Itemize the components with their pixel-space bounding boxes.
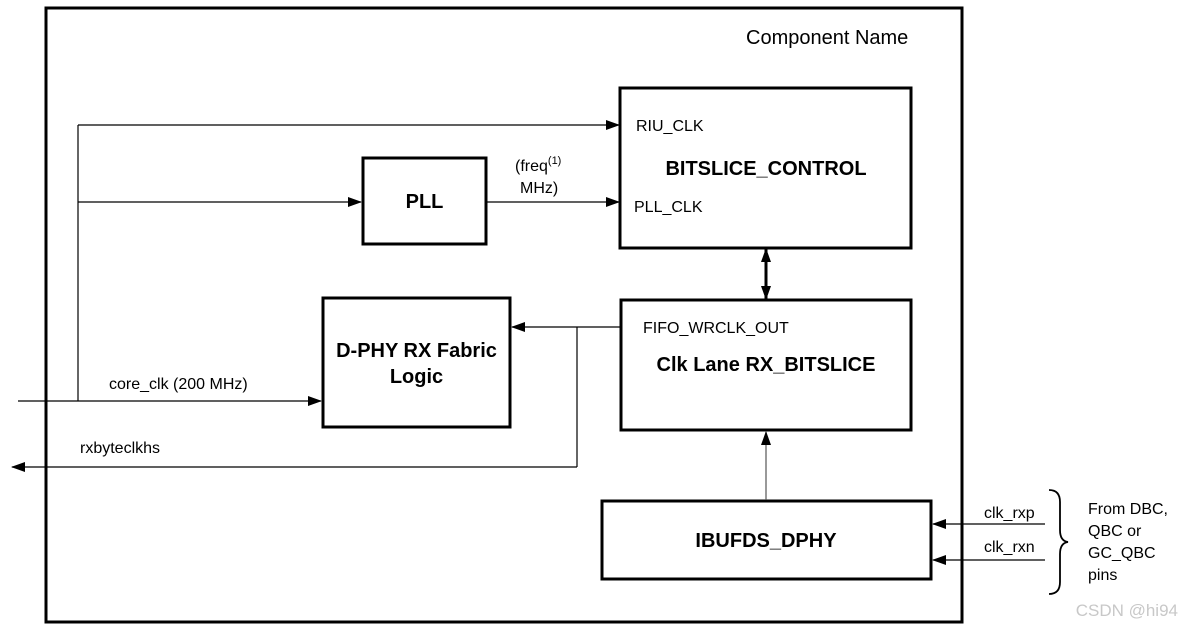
pll-label: PLL [406,191,444,213]
pin-note-line2: QBC or [1088,523,1142,540]
core-clk-label: core_clk (200 MHz) [109,376,248,393]
rxbyteclkhs-label: rxbyteclkhs [80,440,160,457]
pll-block [361,156,488,246]
dphy-fabric-label-line2: Logic [390,366,443,388]
clk-lane-block [619,298,913,432]
pin-note-line1: From DBC, [1088,501,1168,518]
bitslice-control-label: BITSLICE_CONTROL [665,158,866,180]
pin-note-line3: GC_QBC [1088,545,1156,562]
dphy-fabric-label-line1: D-PHY RX Fabric [336,340,497,362]
freq-label-line2: MHz) [520,180,558,197]
clk-rxn-label: clk_rxn [984,539,1035,556]
pll-clk-port-label: PLL_CLK [634,199,703,216]
riu-clk-port-label: RIU_CLK [636,118,704,135]
clk-lane-label: Clk Lane RX_BITSLICE [657,354,876,376]
ibufds-block [600,499,933,581]
fifo-wrclk-out-port-label: FIFO_WRCLK_OUT [643,320,789,337]
dphy-fabric-block [321,296,512,429]
freq-label-line1: (freq(1) [515,155,561,175]
clk-rxp-label: clk_rxp [984,505,1035,522]
pin-group-brace [1048,489,1069,595]
component-boundary [44,6,964,624]
pin-note-line4: pins [1088,567,1117,584]
watermark: CSDN @hi94 [1076,601,1178,620]
ibufds-label: IBUFDS_DPHY [695,530,837,552]
component-name-label: Component Name [746,27,908,49]
